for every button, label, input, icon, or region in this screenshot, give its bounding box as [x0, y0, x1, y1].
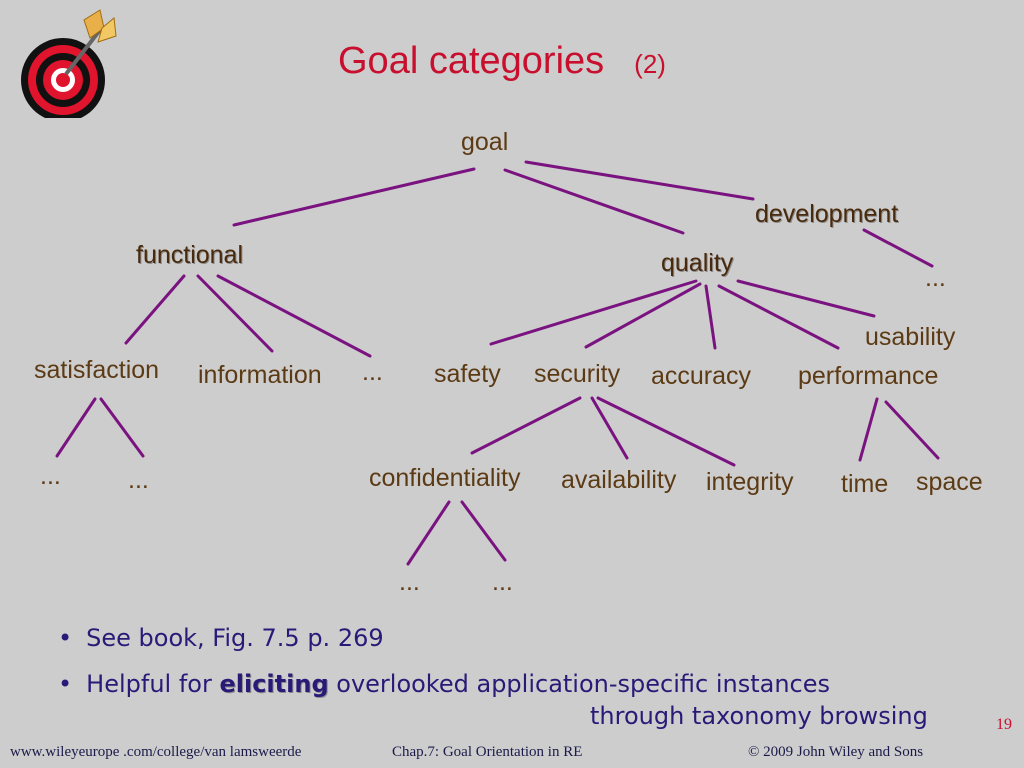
node-performance: performance: [798, 362, 939, 390]
node-availability: availability: [561, 466, 677, 494]
node-information: information: [198, 361, 322, 389]
footer-url: www.wileyeurope .com/college/van lamswee…: [10, 744, 302, 760]
edge-quality-usability: [736, 279, 876, 318]
node-time: time: [841, 470, 889, 498]
node-functional: functional: [136, 241, 244, 269]
bullet-mark: •: [58, 624, 73, 652]
page-number: 19: [996, 716, 1012, 733]
edge-functional-satisfaction: [124, 274, 186, 345]
bullet-item-book-ref: • See book, Fig. 7.5 p. 269: [58, 624, 384, 652]
title-text: Goal categories: [338, 40, 605, 82]
node-satisfaction: satisfaction: [34, 356, 160, 384]
edge-quality-safety: [489, 279, 698, 346]
edge-satisfaction-more-1: [55, 397, 97, 458]
bullet-mark: •: [58, 670, 73, 698]
edge-satisfaction-more-2: [99, 397, 145, 458]
bullet-continuation: through taxonomy browsing: [590, 702, 928, 730]
slide-title: Goal categories (2): [338, 40, 666, 83]
node-development: development: [755, 200, 899, 228]
edge-confidentiality-more-2: [460, 500, 507, 562]
edge-development-more: [862, 228, 934, 268]
title-suffix: (2): [634, 49, 666, 79]
node-functional-more: ...: [362, 358, 383, 386]
node-integrity: integrity: [706, 468, 794, 496]
node-accuracy: accuracy: [651, 362, 752, 390]
edge-quality-accuracy: [704, 284, 717, 350]
node-security: security: [534, 360, 621, 388]
bullet-item-helpful: • Helpful for eliciting overlooked applic…: [58, 670, 830, 698]
node-confidentiality-more-2: ...: [492, 568, 513, 596]
node-quality: quality: [661, 249, 734, 277]
edge-quality-performance: [717, 284, 840, 350]
node-usability: usability: [865, 323, 956, 351]
node-confidentiality: confidentiality: [369, 464, 521, 492]
edge-security-confidentiality: [470, 396, 582, 455]
edge-security-availability: [590, 396, 629, 460]
edge-performance-space: [884, 400, 940, 460]
bullet-text-prefix: Helpful for: [86, 670, 220, 698]
edge-goal-quality: [503, 168, 685, 235]
edge-goal-development: [524, 160, 755, 201]
bullet-text-suffix: overlooked application-specific instance…: [328, 670, 831, 698]
edge-functional-information: [196, 274, 274, 353]
edge-security-integrity: [596, 396, 736, 467]
node-development-more: ...: [925, 264, 946, 292]
footer-copyright: © 2009 John Wiley and Sons: [748, 744, 924, 760]
bullet-text-emphasis: eliciting: [219, 670, 329, 698]
footer-chapter: Chap.7: Goal Orientation in RE: [392, 744, 583, 760]
node-space: space: [916, 468, 983, 496]
node-satisfaction-more-2: ...: [128, 466, 149, 494]
bullet-text: See book, Fig. 7.5 p. 269: [86, 624, 384, 652]
edge-confidentiality-more-1: [406, 500, 451, 566]
node-confidentiality-more-1: ...: [399, 568, 420, 596]
node-safety: safety: [434, 360, 501, 388]
edge-functional-more: [216, 274, 372, 358]
edge-performance-time: [858, 397, 879, 462]
node-satisfaction-more-1: ...: [40, 462, 61, 490]
target-dart-icon: [21, 9, 117, 118]
edge-goal-functional: [232, 167, 476, 227]
node-goal: goal: [461, 128, 509, 156]
edge-quality-security: [584, 282, 702, 349]
